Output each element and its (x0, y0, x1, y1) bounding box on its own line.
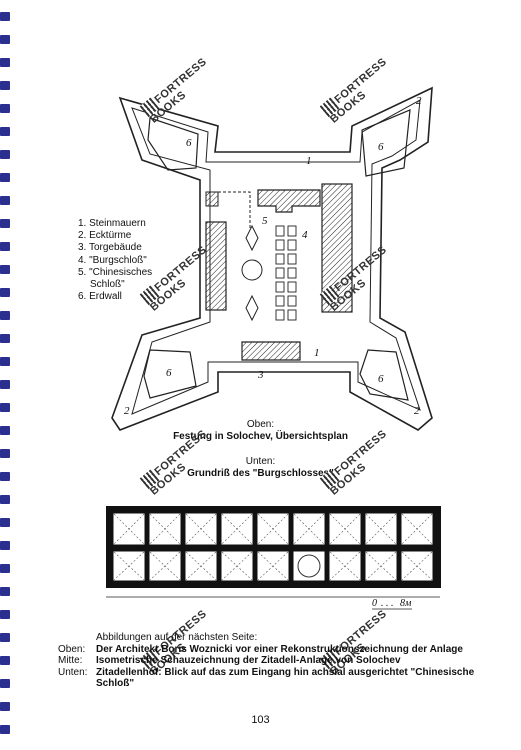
plan-label-6c: 6 (166, 367, 172, 379)
legend-item: 1. Steinmauern (78, 218, 146, 229)
binding-ring (0, 288, 10, 297)
binding-ring (0, 35, 10, 44)
page-number: 103 (251, 714, 270, 726)
plan-label-4: 4 (302, 229, 308, 241)
description-label: Oben: (58, 643, 86, 655)
caption-top-label: Oben: (246, 419, 275, 430)
bastion-ne (361, 109, 411, 177)
legend-item: 5. "Chinesisches (78, 266, 153, 278)
plan-label-2c: 2 (414, 405, 420, 417)
burgschloss-floor-plan (106, 506, 441, 598)
legend-item: 3. Torgebäude (78, 242, 142, 254)
binding-ring (0, 334, 10, 343)
spiral-binding (0, 0, 18, 750)
caption-top-title: Festung in Solochev, Übersichtsplan (173, 431, 348, 442)
binding-ring (0, 196, 10, 205)
binding-ring (0, 58, 10, 67)
binding-ring (0, 633, 10, 642)
binding-ring (0, 656, 10, 665)
binding-ring (0, 610, 10, 619)
binding-ring (0, 173, 10, 182)
caption-bottom-label: Unten: (245, 456, 276, 467)
bastion-sw (143, 349, 197, 399)
fortress-outer-wall (111, 86, 433, 431)
caption-bottom-title: Grundriß des "Burgschlosses" (187, 468, 334, 479)
bastion-nw (147, 117, 199, 171)
scale-dots: . . . (381, 598, 394, 609)
figure-descriptions: Abbildungen auf der nächsten Seite: Oben… (58, 632, 508, 690)
description-text: Der Architekt Boris Woznicki vor einer R… (96, 643, 463, 655)
plan-label-6d: 6 (378, 373, 384, 385)
binding-ring (0, 541, 10, 550)
description-row: Oben: Der Architekt Boris Woznicki vor ei… (58, 644, 508, 656)
plan-label-5: 5 (262, 215, 268, 227)
description-text: Zitadellenhof: Blick auf das zum Eingang… (96, 666, 475, 690)
dashed-outline (218, 191, 251, 230)
binding-ring (0, 265, 10, 274)
binding-ring (0, 127, 10, 136)
description-row: Mitte: Isometrische Schauzeichnung der Zi… (58, 655, 508, 667)
plan-label-1b: 1 (314, 347, 320, 359)
binding-ring (0, 81, 10, 90)
binding-ring (0, 219, 10, 228)
gate-building (241, 341, 301, 361)
chinese-castle (257, 189, 321, 213)
plan-label-2b: 2 (124, 405, 130, 417)
west-annex (205, 191, 219, 207)
binding-ring (0, 702, 10, 711)
scale-value: 8м (400, 598, 412, 609)
bastion-se (359, 349, 409, 401)
plan-label-3: 3 (257, 369, 264, 381)
description-row: Unten: Zitadellenhof: Blick auf das zum E… (58, 667, 508, 690)
fortress-inner-wall (131, 99, 421, 415)
plan-label-2: 2 (416, 95, 422, 107)
binding-ring (0, 150, 10, 159)
binding-ring (0, 104, 10, 113)
binding-ring (0, 564, 10, 573)
binding-ring (0, 472, 10, 481)
descriptions-intro: Abbildungen auf der nächsten Seite: (96, 632, 258, 643)
binding-ring (0, 518, 10, 527)
diamond-south (245, 294, 259, 322)
binding-ring (0, 587, 10, 596)
binding-ring (0, 357, 10, 366)
diamond-north (245, 224, 259, 252)
binding-ring (0, 242, 10, 251)
garden-beds (275, 225, 297, 321)
scale-zero: 0 (372, 598, 377, 609)
binding-ring (0, 449, 10, 458)
binding-ring (0, 679, 10, 688)
binding-ring (0, 12, 10, 21)
binding-ring (0, 725, 10, 734)
legend-item: Schloß" (90, 279, 125, 291)
binding-ring (0, 426, 10, 435)
fountain (241, 259, 263, 281)
binding-ring (0, 311, 10, 320)
description-label: Mitte: (58, 655, 83, 666)
binding-ring (0, 495, 10, 504)
legend-item: 4. "Burgschloß" (78, 254, 147, 266)
plan-label-1: 1 (306, 155, 312, 167)
binding-ring (0, 380, 10, 389)
legend-item: 2. Ecktürme (78, 230, 132, 242)
description-text: Isometrische Schauzeichnung der Zitadell… (96, 655, 401, 666)
legend-item: 6. Erdwall (78, 291, 122, 303)
binding-ring (0, 403, 10, 412)
plan-label-6b: 6 (378, 141, 384, 153)
description-label: Unten: (58, 666, 88, 678)
plan-label-6a: 6 (186, 137, 192, 149)
west-building (205, 221, 227, 311)
